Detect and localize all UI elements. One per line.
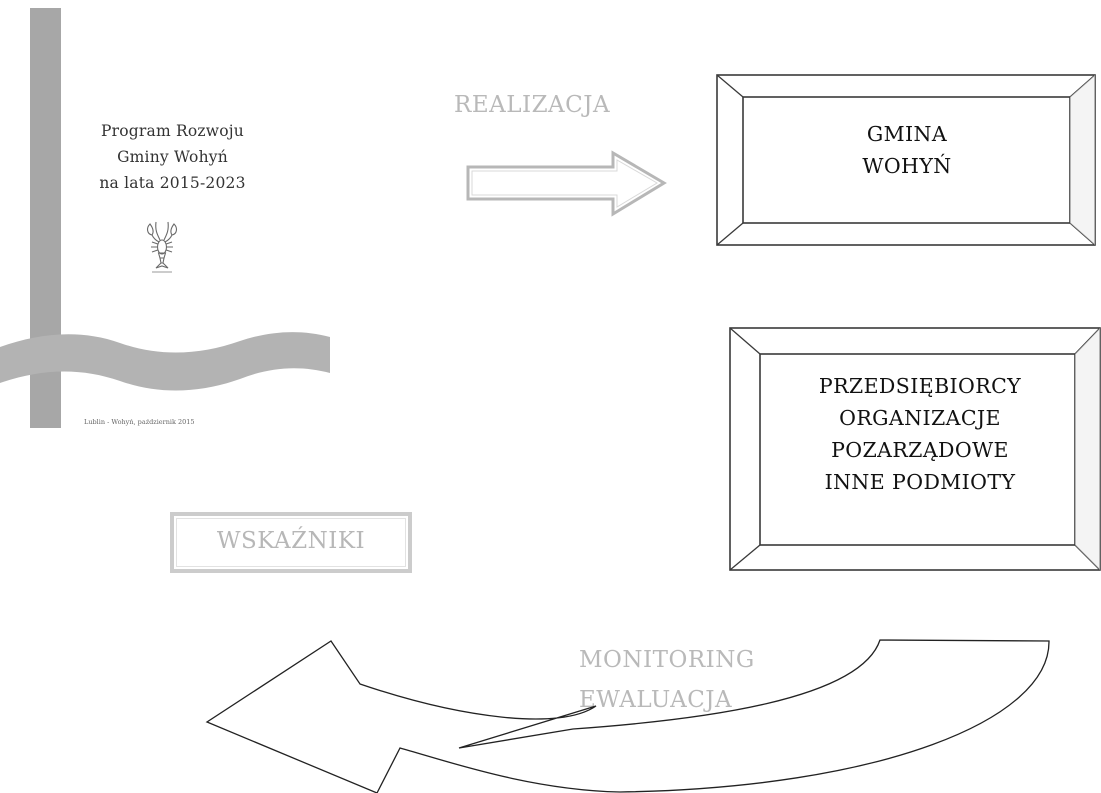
stakeholders-box-line-1: PRZEDSIĘBIORCY	[818, 374, 1022, 398]
stakeholders-box: PRZEDSIĘBIORCY ORGANIZACJE POZARZĄDOWE I…	[770, 370, 1070, 498]
cover-wave-band	[0, 332, 330, 391]
stakeholders-box-line-3: POZARZĄDOWE	[831, 438, 1009, 462]
stakeholders-box-line-2: ORGANIZACJE	[839, 406, 1001, 430]
cover-footer-text: Lublin - Wohyń, październik 2015	[84, 418, 195, 426]
cover-title-line-2: Gminy Wohyń	[117, 148, 228, 166]
gmina-box-line-1: GMINA	[866, 122, 948, 146]
feedback-curved-arrow	[205, 639, 1050, 793]
wskazniki-box: WSKAŹNIKI	[170, 512, 412, 573]
monitoring-evaluation-label: MONITORING EWALUACJA	[579, 640, 755, 720]
crayfish-coat-of-arms-icon	[147, 221, 177, 273]
stakeholders-box-line-4: INNE PODMIOTY	[824, 470, 1016, 494]
gmina-wohyn-box: GMINA WOHYŃ	[757, 118, 1057, 182]
cover-title-line-1: Program Rozwoju	[101, 122, 244, 140]
monitoring-label-line-2: EWALUACJA	[579, 687, 733, 713]
monitoring-label-line-1: MONITORING	[579, 647, 755, 673]
cover-title: Program Rozwoju Gminy Wohyń na lata 2015…	[70, 118, 275, 196]
cover-title-line-3: na lata 2015-2023	[99, 174, 246, 192]
wskazniki-inner-frame	[176, 518, 406, 567]
realizacja-arrow	[466, 150, 667, 217]
program-cover-document: Program Rozwoju Gminy Wohyń na lata 2015…	[0, 0, 330, 430]
gmina-box-line-2: WOHYŃ	[862, 154, 952, 178]
wskazniki-label: WSKAŹNIKI	[216, 528, 366, 554]
realizacja-label: REALIZACJA	[454, 92, 611, 118]
